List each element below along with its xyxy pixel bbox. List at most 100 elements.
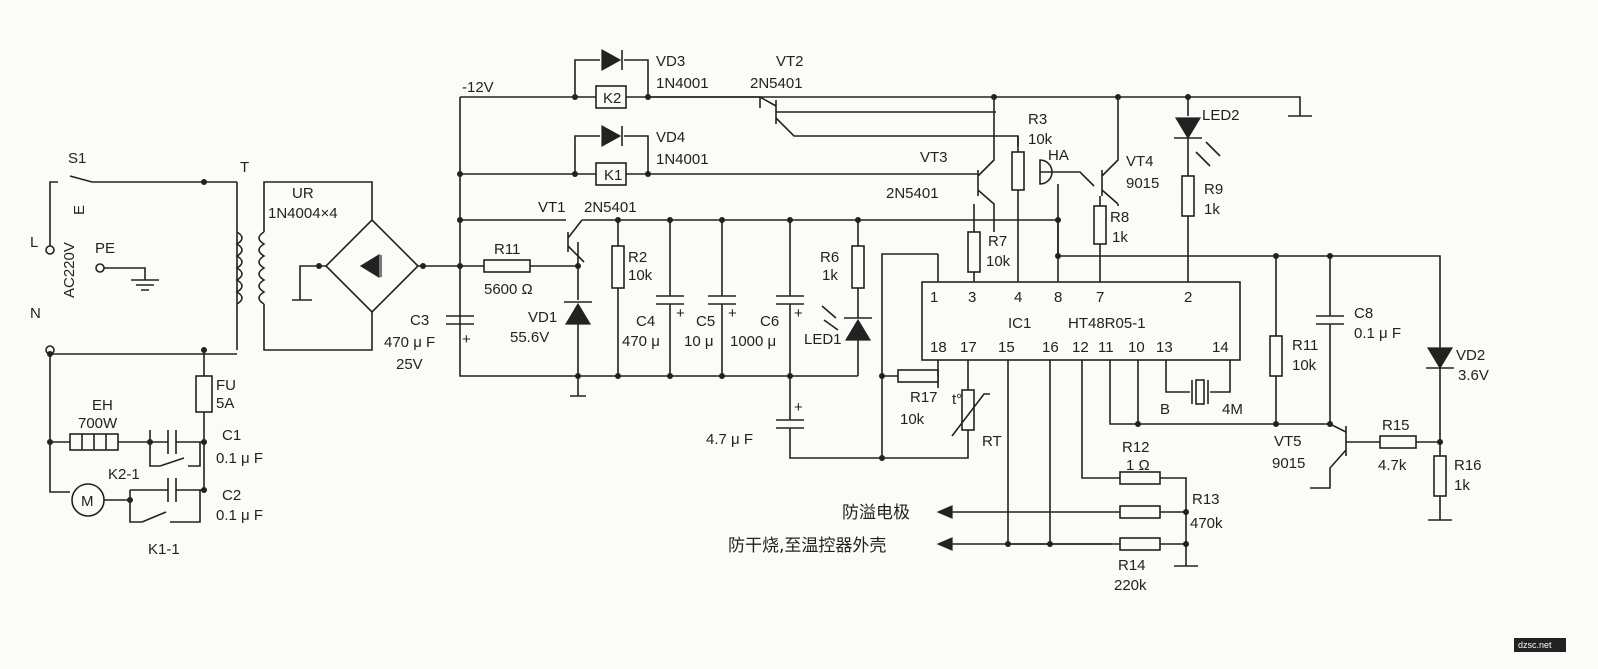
transformer-primary [235,231,243,305]
junction-dot [457,217,463,223]
junction-dot [667,373,673,379]
junction-dot [201,179,207,185]
resistor-r13 [1119,505,1161,519]
r14-value: 220k [1114,577,1147,594]
led2 [1174,117,1202,140]
vd3-wire [574,59,649,97]
plus-sign: + [676,305,685,322]
ur-label: UR [292,185,314,202]
junction-dot [991,94,997,100]
relay-k2 [595,85,627,109]
c4-label: C4 [636,313,655,330]
crystal-body [1195,379,1205,405]
vd4-value: 1N4001 [656,151,709,168]
vt3-label: VT3 [920,149,948,166]
junction-dot [1115,94,1121,100]
switch-s1 [49,175,237,246]
junction-dot [572,171,578,177]
r9-value: 1k [1204,201,1220,218]
c5-value: 10 μ [684,333,714,350]
vt1-label: VT1 [538,199,566,216]
r13-label: R13 [1192,491,1220,508]
ic1-part: HT48R05-1 [1068,315,1146,332]
ground-bus [459,97,858,377]
c8-label: C8 [1354,305,1373,322]
r16-label: R16 [1454,457,1482,474]
overflow-electrode-label: 防溢电极 [842,503,910,523]
motor-label: M [81,493,94,510]
transformer-label: T [240,159,249,176]
vd3-value: 1N4001 [656,75,709,92]
neutral-wire [49,354,70,493]
c1-value: 0.1 μ F [216,450,263,467]
zener-vd1 [564,302,592,325]
transformer-secondary [258,231,266,305]
vd3-label: VD3 [656,53,685,70]
r2-value: 10k [628,267,653,284]
rt-label: RT [982,433,1002,450]
vt4-value: 9015 [1126,175,1159,192]
r2-label: R2 [628,249,647,266]
fuse-fu [195,375,213,413]
buzzer-ha [1039,159,1095,187]
c5-label: C5 [696,313,715,330]
b-label: B [1160,401,1170,418]
resistor-r15 [1379,435,1417,449]
k21-label: K2-1 [108,466,140,483]
junction-dot [1327,421,1333,427]
r17-value: 10k [900,411,925,428]
junction-dot [201,347,207,353]
r11b-value: 10k [1292,357,1317,374]
junction-dot [47,351,53,357]
r7-value: 10k [986,253,1011,270]
resistor-r11 [483,259,531,273]
r3-label: R3 [1028,111,1047,128]
motor-wire [104,490,131,510]
secondary-wires [263,181,373,351]
switch-e-label: E [71,205,88,215]
junction-dot [420,263,426,269]
vd2-label: VD2 [1456,347,1485,364]
r8-label: R8 [1110,209,1129,226]
junction-dot [575,263,581,269]
c3-voltage: 25V [396,356,423,373]
resistor-r14 [1119,537,1161,551]
ic-pin-16: 16 [1042,339,1059,356]
led2-label: LED2 [1202,107,1240,124]
transistor-vt4 [1101,97,1119,206]
junction-dot [667,217,673,223]
ic-pin-7: 7 [1096,289,1104,306]
capacitor-47uf [776,375,939,459]
ic-pin-4: 4 [1014,289,1022,306]
vd1-value: 55.6V [510,329,549,346]
pe-label: PE [95,240,115,257]
vt4-label: VT4 [1126,153,1154,170]
heater-segments [81,434,107,450]
resistor-r6 [851,245,865,289]
ic-pin-18: 18 [930,339,947,356]
junction-dot [879,373,885,379]
capacitor-c6 [776,220,804,376]
ic-pin-14: 14 [1212,339,1229,356]
resistor-r9 [1181,175,1195,217]
r9-label: R9 [1204,181,1223,198]
ground-pe [104,267,159,291]
eh-label: EH [92,397,113,414]
r15-value: 4.7k [1378,457,1407,474]
c3-value: 470 μ F [384,334,435,351]
ur-value: 1N4004×4 [268,205,338,222]
capacitor-c5 [708,220,736,376]
terminal-l-label: L [30,234,38,251]
c8-value: 0.1 μ F [1354,325,1401,342]
led2-rays [1174,137,1221,167]
terminal-pe [95,263,105,273]
ic-pin-12: 12 [1072,339,1089,356]
ic1-label: IC1 [1008,315,1031,332]
s1-label: S1 [68,150,86,167]
ha-label: HA [1048,147,1069,164]
r14-label: R14 [1118,557,1146,574]
probe-section: R12 1 Ω R13 470k R14 220k 防溢电极 防干烧,至温控器外… [728,439,1223,594]
k11-label: K1-1 [148,541,180,558]
vt5-value: 9015 [1272,455,1305,472]
resistor-r3 [1011,151,1025,191]
